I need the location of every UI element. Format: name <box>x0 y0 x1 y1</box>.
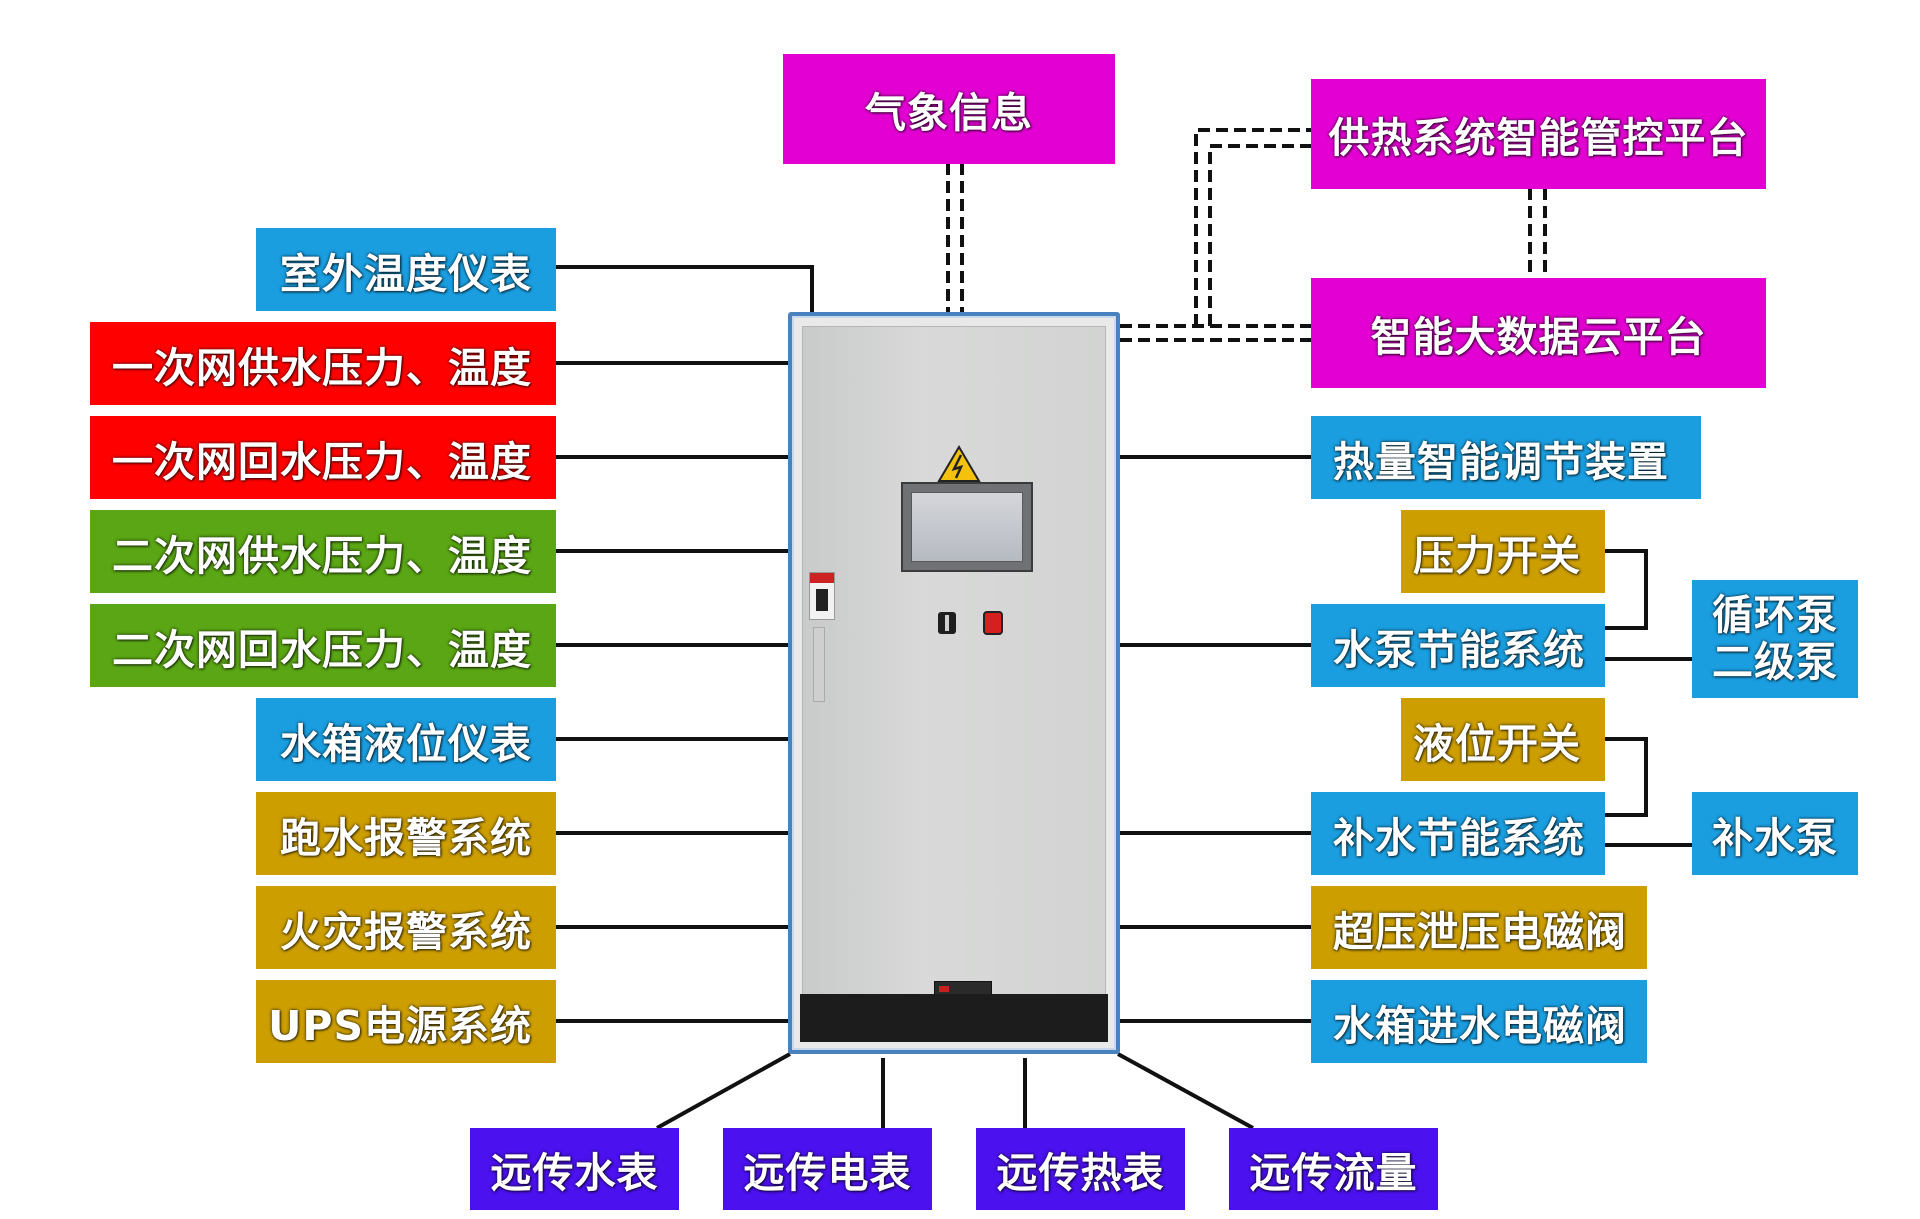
fire-alarm-label: 火灾报警系统 <box>280 907 532 956</box>
makeup-pump-box: 补水泵 <box>1692 792 1858 875</box>
remote-water-meter-box: 远传水表 <box>470 1128 679 1210</box>
heat-regulator-box: 热量智能调节装置 <box>1311 416 1701 499</box>
door-hinge-plate <box>813 627 825 702</box>
dashed-loop-outer <box>1194 128 1311 326</box>
heating-platform-box: 供热系统智能管控平台 <box>1311 79 1766 189</box>
pressure-switch-label: 压力开关 <box>1413 531 1581 580</box>
wire-water-meter <box>656 1052 791 1130</box>
secondary-supply-box: 二次网供水压力、温度 <box>90 510 556 593</box>
tank-level-meter-label: 水箱液位仪表 <box>280 719 532 768</box>
remote-electric-meter-box: 远传电表 <box>723 1128 932 1210</box>
secondary-supply-label: 二次网供水压力、温度 <box>112 531 532 580</box>
remote-heat-meter-label: 远传热表 <box>996 1149 1165 1197</box>
inlet-valve-label: 水箱进水电磁阀 <box>1333 1001 1627 1050</box>
hmi-display <box>911 492 1023 562</box>
hmi-touch-screen <box>901 482 1033 572</box>
heating-platform-label: 供热系统智能管控平台 <box>1328 114 1749 162</box>
wire-pressure-switch <box>1605 549 1648 630</box>
remote-flow-meter-box: 远传流量 <box>1229 1128 1438 1210</box>
relief-valve-label: 超压泄压电磁阀 <box>1333 907 1627 956</box>
primary-return-box: 一次网回水压力、温度 <box>90 416 556 499</box>
weather-info-label: 气象信息 <box>865 89 1033 137</box>
primary-supply-label: 一次网供水压力、温度 <box>112 343 532 392</box>
outdoor-temp-meter-label: 室外温度仪表 <box>280 249 532 298</box>
cabinet-base <box>800 994 1108 1042</box>
level-switch-box: 液位开关 <box>1401 698 1605 781</box>
remote-water-meter-label: 远传水表 <box>490 1149 659 1197</box>
remote-flow-meter-label: 远传流量 <box>1249 1149 1418 1197</box>
ups-power-box: UPS电源系统 <box>256 980 556 1063</box>
level-switch-label: 液位开关 <box>1413 719 1581 768</box>
selector-switch <box>938 612 956 634</box>
primary-supply-box: 一次网供水压力、温度 <box>90 322 556 405</box>
relief-valve-box: 超压泄压电磁阀 <box>1311 886 1647 969</box>
fire-alarm-box: 火灾报警系统 <box>256 886 556 969</box>
primary-return-label: 一次网回水压力、温度 <box>112 437 532 486</box>
makeup-system-box: 补水节能系统 <box>1311 792 1605 875</box>
remote-electric-meter-label: 远传电表 <box>743 1149 912 1197</box>
makeup-pump-label: 补水泵 <box>1712 813 1838 862</box>
inlet-valve-box: 水箱进水电磁阀 <box>1311 980 1647 1063</box>
circulation-pump-label: 循环泵 <box>1712 591 1838 639</box>
emergency-stop-button <box>983 611 1003 635</box>
high-voltage-warning-icon <box>937 445 981 482</box>
dashed-loop-inner <box>1208 144 1311 326</box>
circulation-pump-box: 循环泵 二级泵 <box>1692 580 1858 698</box>
secondary-pump-label: 二级泵 <box>1712 638 1838 686</box>
remote-heat-meter-box: 远传热表 <box>976 1128 1185 1210</box>
weather-info-box: 气象信息 <box>783 54 1115 164</box>
heat-regulator-label: 热量智能调节装置 <box>1333 437 1669 486</box>
outdoor-temp-meter-box: 室外温度仪表 <box>256 228 556 311</box>
wire-level-switch <box>1605 737 1648 817</box>
wire-outdoor-temp <box>556 265 814 312</box>
tank-level-meter-box: 水箱液位仪表 <box>256 698 556 781</box>
pump-system-label: 水泵节能系统 <box>1333 625 1585 674</box>
secondary-return-box: 二次网回水压力、温度 <box>90 604 556 687</box>
bigdata-platform-box: 智能大数据云平台 <box>1311 278 1766 388</box>
ups-power-label: UPS电源系统 <box>268 1001 532 1050</box>
control-cabinet <box>788 312 1120 1054</box>
leak-alarm-label: 跑水报警系统 <box>280 813 532 862</box>
pump-system-box: 水泵节能系统 <box>1311 604 1605 687</box>
safety-warning-label <box>809 572 835 620</box>
leak-alarm-box: 跑水报警系统 <box>256 792 556 875</box>
secondary-return-label: 二次网回水压力、温度 <box>112 625 532 674</box>
makeup-system-label: 补水节能系统 <box>1333 813 1585 862</box>
bigdata-platform-label: 智能大数据云平台 <box>1370 313 1707 361</box>
pressure-switch-box: 压力开关 <box>1401 510 1605 593</box>
wire-flow-meter <box>1117 1052 1254 1130</box>
cabinet-door <box>802 326 1106 1006</box>
